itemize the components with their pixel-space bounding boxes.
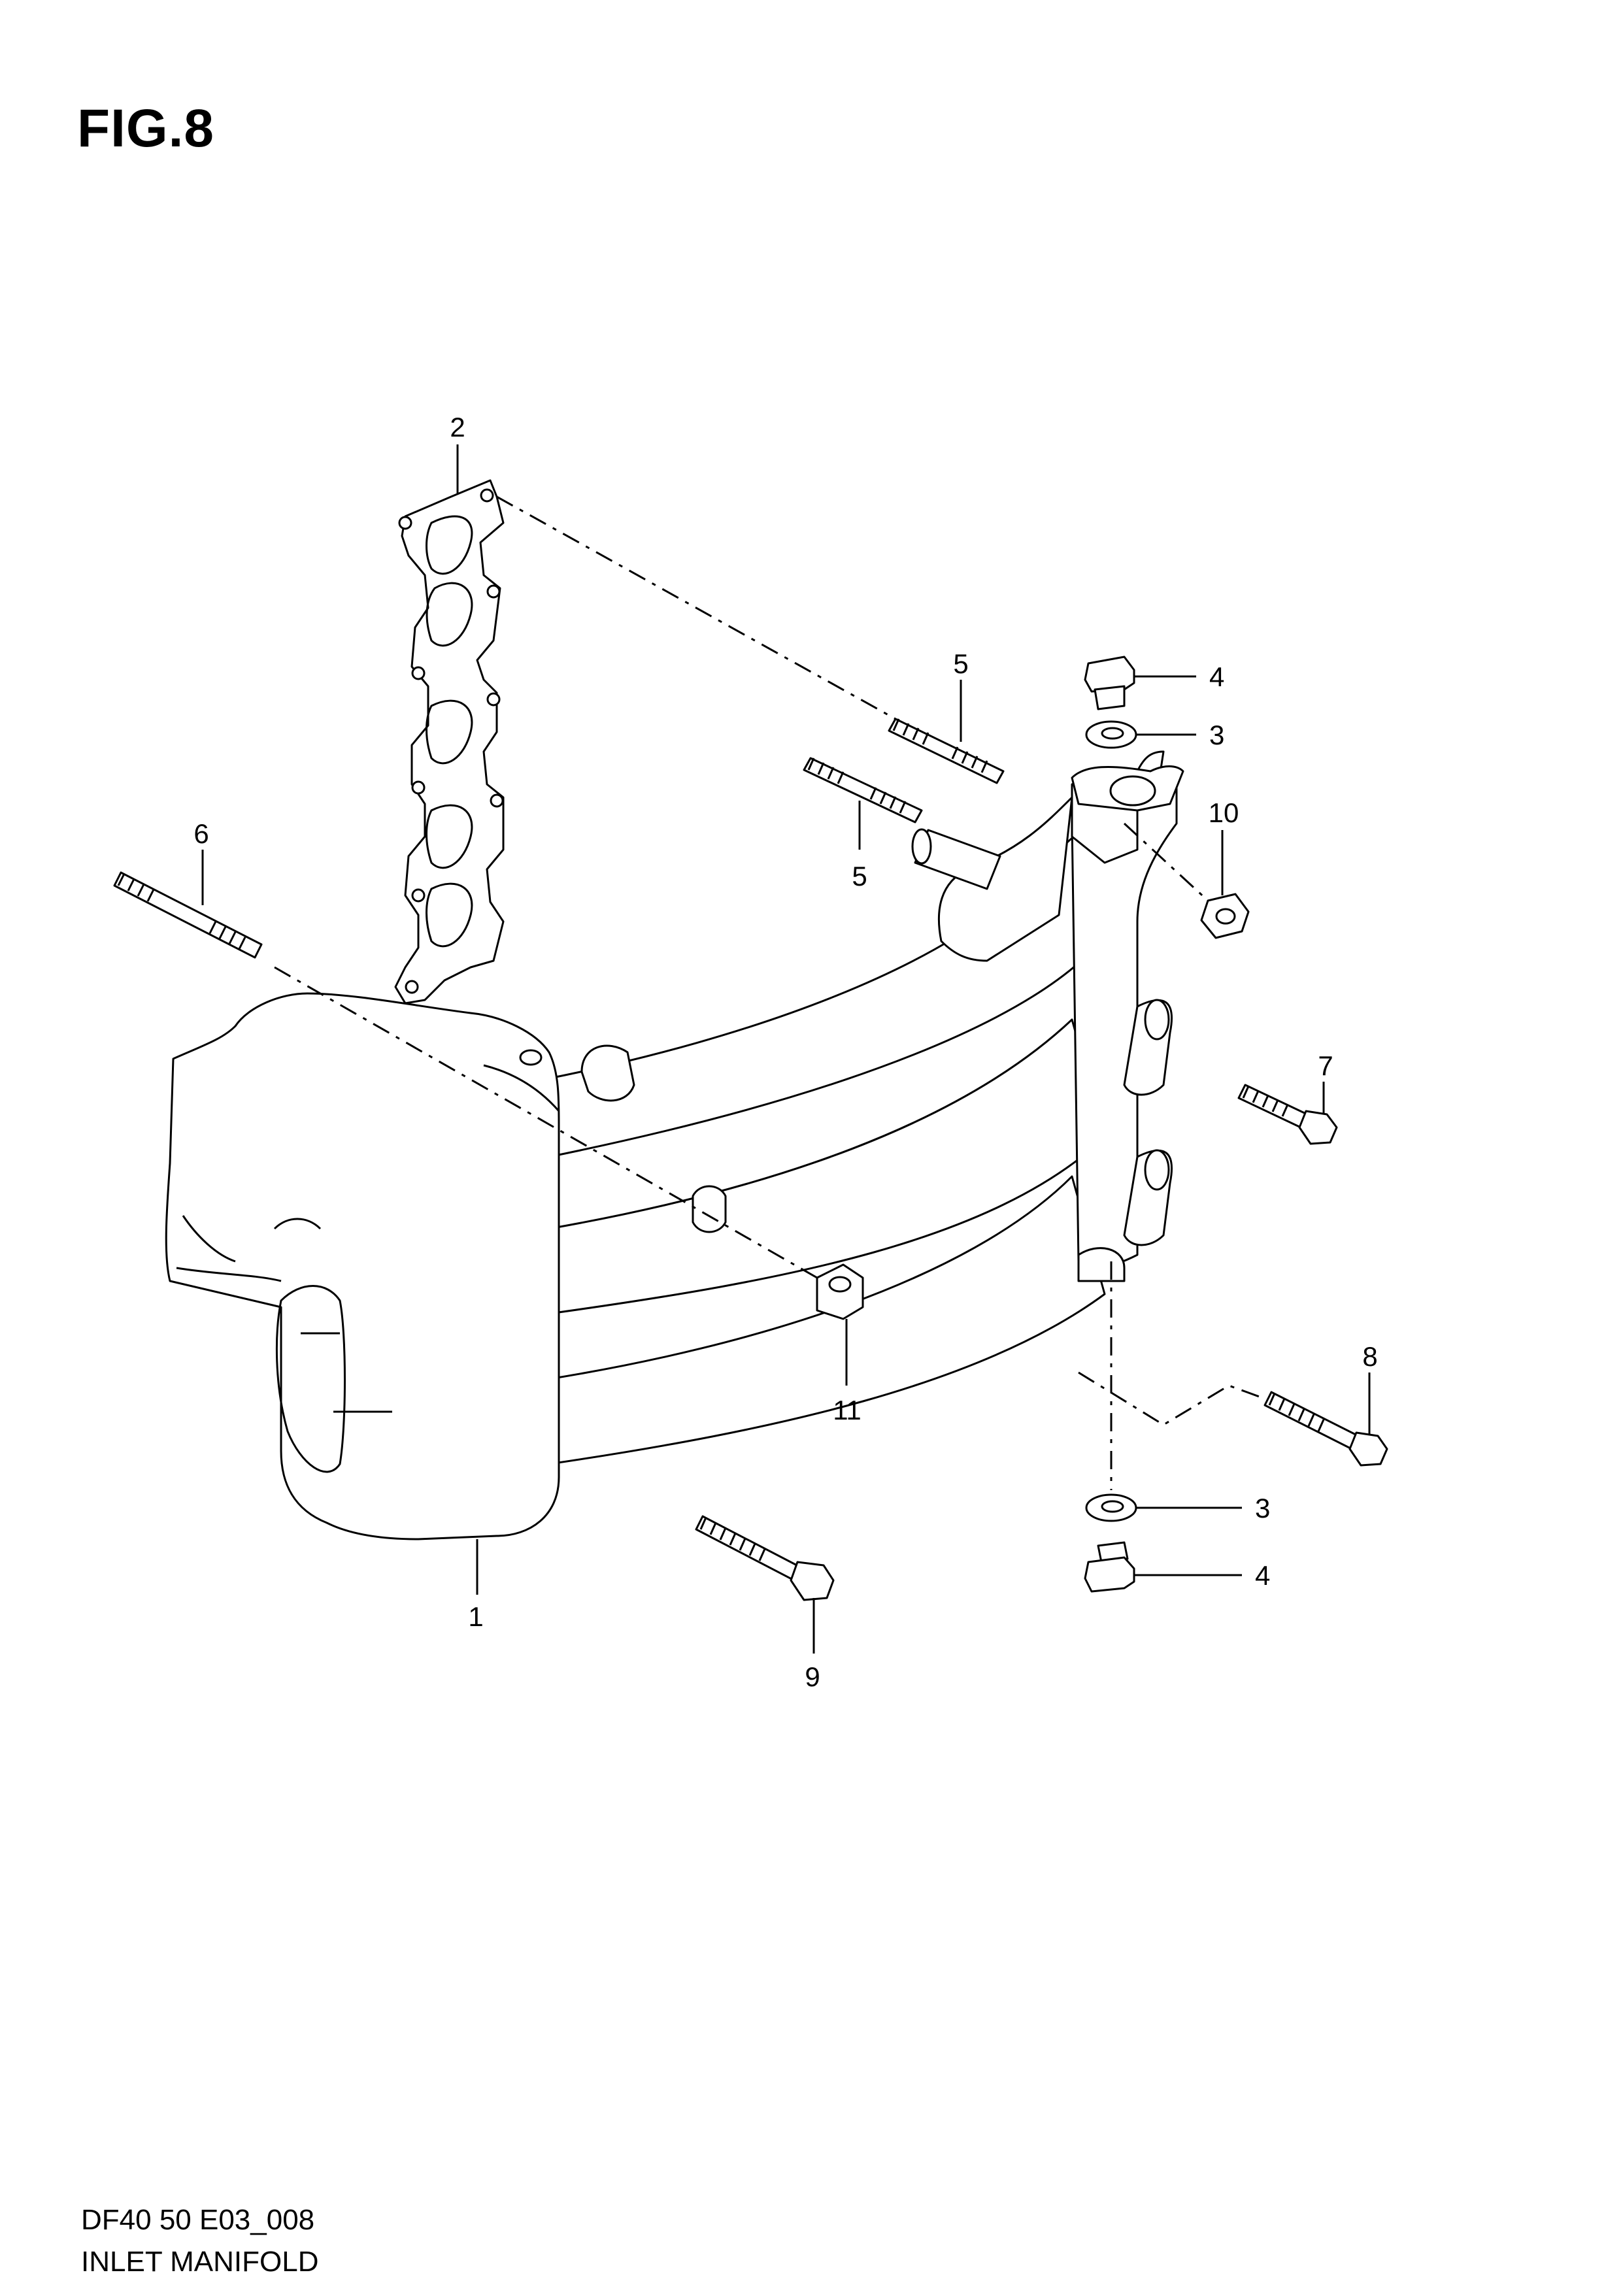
nut-11 <box>816 1263 864 1320</box>
callout-10: 10 <box>1209 797 1239 828</box>
callout-3-top: 3 <box>1209 720 1224 750</box>
alignment-lines <box>274 495 1265 1490</box>
washer-3-bottom <box>1085 1493 1137 1522</box>
stud-bolt-6 <box>113 871 263 959</box>
callout-7: 7 <box>1318 1050 1333 1081</box>
callout-labels: 2 5 5 6 4 3 10 7 8 3 4 1 9 11 <box>193 412 1377 1692</box>
figure-title: FIG.8 <box>77 99 215 158</box>
callout-9: 9 <box>805 1661 820 1692</box>
stud-bolt-5-upper <box>888 718 1005 784</box>
callout-3-bottom: 3 <box>1255 1493 1270 1523</box>
plug-4-bottom <box>1084 1541 1135 1593</box>
bolt-9 <box>695 1515 835 1601</box>
callout-8: 8 <box>1362 1341 1377 1372</box>
callout-5-upper: 5 <box>953 648 968 679</box>
callout-5-lower: 5 <box>852 861 867 891</box>
callout-4-top: 4 <box>1209 661 1224 692</box>
dowel-pin <box>911 828 1001 890</box>
gasket <box>394 479 505 1005</box>
leader-lines <box>201 444 1371 1654</box>
stud-bolt-5-lower <box>803 757 923 824</box>
plug-4-top <box>1084 656 1135 710</box>
callout-2: 2 <box>450 412 465 442</box>
inlet-manifold <box>165 750 1184 1540</box>
callout-11: 11 <box>833 1395 862 1425</box>
callout-1: 1 <box>468 1601 483 1632</box>
nut-10 <box>1200 893 1250 939</box>
bolt-7 <box>1237 1084 1338 1145</box>
washer-3-top <box>1085 720 1137 749</box>
diagram-code: DF40 50 E03_008 <box>81 2204 315 2236</box>
callout-6: 6 <box>193 818 209 849</box>
diagram-name: INLET MANIFOLD <box>81 2246 319 2278</box>
callout-4-bottom: 4 <box>1255 1560 1270 1591</box>
bolt-8 <box>1263 1391 1388 1467</box>
